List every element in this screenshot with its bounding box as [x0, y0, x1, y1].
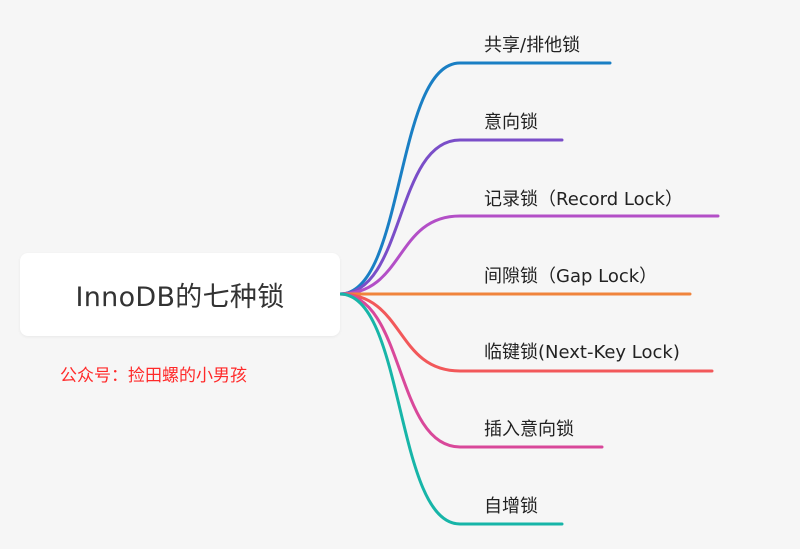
root-title: InnoDB的七种锁 — [75, 282, 285, 313]
root-node[interactable]: InnoDB的七种锁 — [20, 253, 340, 336]
connector-shared-exclusive-lock — [338, 61, 612, 296]
branch-label-auto-inc-lock[interactable]: 自增锁 — [484, 496, 538, 517]
branch-label-insert-intention-lock[interactable]: 插入意向锁 — [484, 419, 574, 440]
branch-label-shared-exclusive-lock[interactable]: 共享/排他锁 — [484, 35, 581, 56]
watermark-text: 公众号：捡田螺的小男孩 — [60, 366, 247, 386]
branch-label-intention-lock[interactable]: 意向锁 — [484, 112, 538, 133]
connector-record-lock — [338, 214, 720, 296]
branch-label-next-key-lock[interactable]: 临键锁(Next-Key Lock) — [484, 342, 680, 363]
connector-intention-lock — [338, 138, 564, 296]
connector-next-key-lock — [338, 292, 714, 373]
branch-label-gap-lock[interactable]: 间隙锁（Gap Lock） — [484, 266, 658, 287]
branch-label-record-lock[interactable]: 记录锁（Record Lock） — [484, 189, 683, 210]
connector-insert-intention-lock — [338, 292, 604, 449]
connector-auto-inc-lock — [338, 292, 564, 526]
